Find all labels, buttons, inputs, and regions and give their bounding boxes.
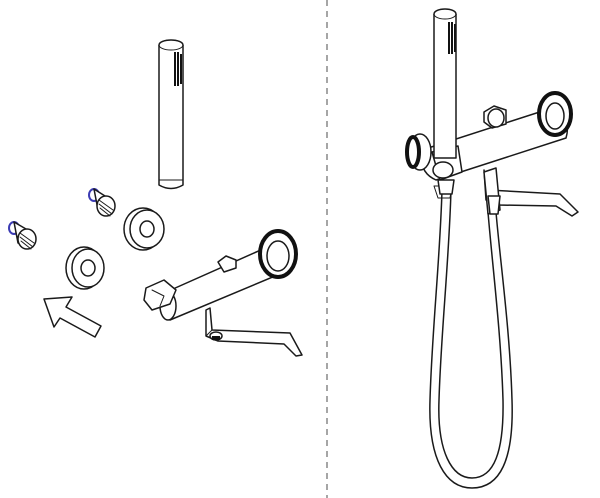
bath-mixer-body-exploded [143,229,303,357]
cover-rosette-upper [123,207,165,251]
hose-connector-spout [487,195,501,215]
hose-connector-holder [437,179,455,195]
cover-rosette-lower [65,246,105,290]
assembled-view-panel [405,8,579,489]
hand-shower-part [158,39,184,190]
exploded-view-panel [8,39,303,357]
bath-mixer-body [405,91,573,181]
insert-direction-arrow [43,296,102,338]
shower-spray-grille [174,52,182,86]
shower-spray-grille-assembled [448,22,456,54]
shower-hose [429,189,513,489]
hand-shower-assembled [433,8,457,159]
wall-connector-upper [88,188,116,217]
wall-connector-lower [8,221,37,250]
